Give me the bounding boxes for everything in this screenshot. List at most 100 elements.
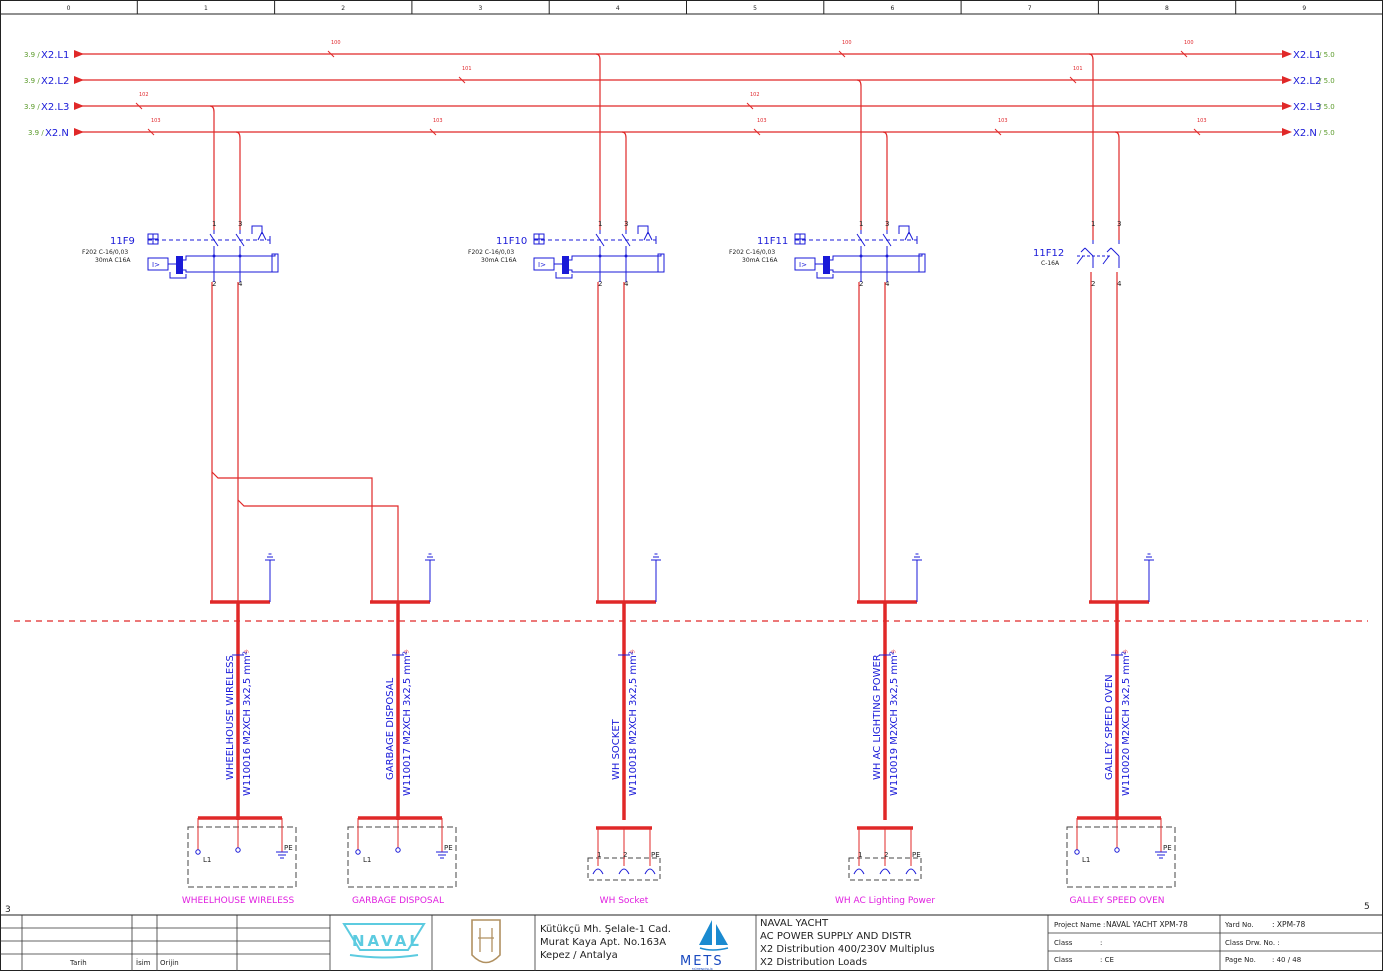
- breaker-terminal-t4: 4: [238, 280, 243, 288]
- bus-x2-l3: 3.9 / X2.L3 X2.L3 / 5.0 102 102: [24, 92, 1335, 113]
- cable-code: W110017 M2XCH 3x2,5 mm²: [402, 651, 413, 796]
- svg-text:METS: METS: [680, 954, 724, 969]
- breaker-terminal-t1: 1: [212, 220, 216, 228]
- breaker-spec: F202 C-16/0,03: [729, 249, 775, 256]
- svg-text:İsim: İsim: [136, 958, 151, 967]
- svg-text:NAVAL YACHT: NAVAL YACHT: [760, 918, 829, 929]
- load-terminal-pe: PE: [651, 851, 660, 859]
- svg-text:Kepez / Antalya: Kepez / Antalya: [540, 950, 618, 961]
- breaker-spec: 30mA C16A: [742, 257, 778, 264]
- svg-text:102: 102: [750, 92, 760, 98]
- svg-text:X2 Distribution 400/230V Multi: X2 Distribution 400/230V Multiplus: [760, 944, 935, 955]
- breaker-terminal-t3: 3: [238, 220, 242, 228]
- svg-text:X2.L2: X2.L2: [41, 76, 69, 87]
- svg-text:101: 101: [1073, 66, 1083, 72]
- cable-shield-label: sh: [630, 649, 635, 654]
- drop-wires: [209, 53, 1120, 240]
- mets-logo: METS MÜHENDİSLİK: [680, 920, 729, 971]
- svg-text:Murat Kaya Apt. No.163A: Murat Kaya Apt. No.163A: [540, 937, 666, 948]
- svg-text:AC POWER SUPPLY AND DISTR: AC POWER SUPPLY AND DISTR: [760, 931, 912, 942]
- cable-shield-label: sh: [1123, 649, 1128, 654]
- column-label: 3: [479, 5, 483, 12]
- column-label: 9: [1302, 5, 1306, 12]
- svg-text:X2.L3: X2.L3: [41, 102, 69, 113]
- svg-text:X2.L1: X2.L1: [1293, 50, 1321, 61]
- svg-text:X2.N: X2.N: [1293, 128, 1317, 139]
- svg-text:3.9 /: 3.9 /: [24, 77, 40, 85]
- cable-name: GARBAGE DISPOSAL: [385, 677, 396, 780]
- margin-label-right: 5: [1364, 902, 1370, 912]
- svg-text:103: 103: [998, 118, 1008, 124]
- cable-name: WH AC LIGHTING POWER: [872, 654, 883, 780]
- svg-text:Class: Class: [1054, 956, 1073, 964]
- breaker-terminal-t3: 3: [885, 220, 889, 228]
- breaker-terminal-t2: 2: [1091, 280, 1095, 288]
- column-label: 5: [753, 5, 757, 12]
- breaker-terminal-t1: 1: [859, 220, 863, 228]
- breaker-terminal-t1: 1: [598, 220, 602, 228]
- svg-text::: :: [1100, 939, 1102, 947]
- svg-text:3.9 /: 3.9 /: [28, 129, 44, 137]
- cable-shield-label: sh: [404, 649, 409, 654]
- svg-text:/ 5.0: / 5.0: [1319, 103, 1335, 111]
- svg-text:103: 103: [757, 118, 767, 124]
- load-terminal-l1: L1: [363, 856, 371, 864]
- breaker-terminal-t2: 2: [859, 280, 863, 288]
- svg-text:Kütükçü Mh. Şelale-1 Cad.: Kütükçü Mh. Şelale-1 Cad.: [540, 924, 671, 935]
- svg-text:Project Name :: Project Name :: [1054, 921, 1105, 929]
- cable-code: W110020 M2XCH 3x2,5 mm²: [1121, 651, 1132, 796]
- svg-text:Tarih: Tarih: [69, 959, 87, 967]
- load-socket-1: 1: [858, 851, 862, 859]
- load-terminal-pe: PE: [1163, 844, 1172, 852]
- svg-text:NAVAL: NAVAL: [352, 932, 422, 950]
- breaker-terminal-t4: 4: [885, 280, 890, 288]
- load-socket-2: 2: [884, 851, 888, 859]
- margin-label-left: 3: [5, 905, 11, 915]
- trip-unit-label: I>: [152, 261, 160, 269]
- cable-name: WHEELHOUSE WIRELESS: [225, 655, 236, 780]
- breaker-spec: F202 C-16/0,03: [468, 249, 514, 256]
- breaker-tag: 11F10: [496, 236, 527, 247]
- cable-shield-label: sh: [891, 649, 896, 654]
- svg-text:: 40 / 48: : 40 / 48: [1272, 956, 1301, 964]
- column-label: 8: [1165, 5, 1169, 12]
- breaker-terminal-t4: 4: [1117, 280, 1122, 288]
- trip-unit-label: I>: [799, 261, 807, 269]
- breaker-tag: 11F9: [110, 236, 135, 247]
- breaker-tag: 11F11: [757, 236, 788, 247]
- load-socket-2: 2: [623, 851, 627, 859]
- svg-text:Class Drw. No. :: Class Drw. No. :: [1225, 939, 1280, 947]
- cable-code: W110019 M2XCH 3x2,5 mm²: [889, 651, 900, 796]
- load-terminal-pe: PE: [444, 844, 453, 852]
- bus-x2-l2: 3.9 / X2.L2 X2.L2 / 5.0 101 101: [24, 66, 1335, 87]
- column-label: 2: [341, 5, 345, 12]
- bus-x2-l1: 3.9 / X2.L1 X2.L1 / 5.0 100 100 100: [24, 40, 1335, 61]
- breaker-terminal-t4: 4: [624, 280, 629, 288]
- load-socket-1: 1: [597, 851, 601, 859]
- svg-text:Class: Class: [1054, 939, 1073, 947]
- svg-text:: XPM-78: : XPM-78: [1272, 920, 1306, 929]
- svg-text:Page No.: Page No.: [1225, 956, 1256, 964]
- load-terminal-pe: PE: [912, 851, 921, 859]
- column-label: 1: [204, 5, 208, 12]
- svg-text:X2.L3: X2.L3: [1293, 102, 1321, 113]
- svg-text:X2 Distribution Loads: X2 Distribution Loads: [760, 957, 867, 968]
- cable-code: W110016 M2XCH 3x2,5 mm²: [242, 651, 253, 796]
- svg-text:103: 103: [1197, 118, 1207, 124]
- svg-text:103: 103: [433, 118, 443, 124]
- svg-text:Orijin: Orijin: [160, 959, 179, 967]
- breaker-terminal-t2: 2: [212, 280, 216, 288]
- svg-text:MÜHENDİSLİK: MÜHENDİSLİK: [692, 966, 714, 971]
